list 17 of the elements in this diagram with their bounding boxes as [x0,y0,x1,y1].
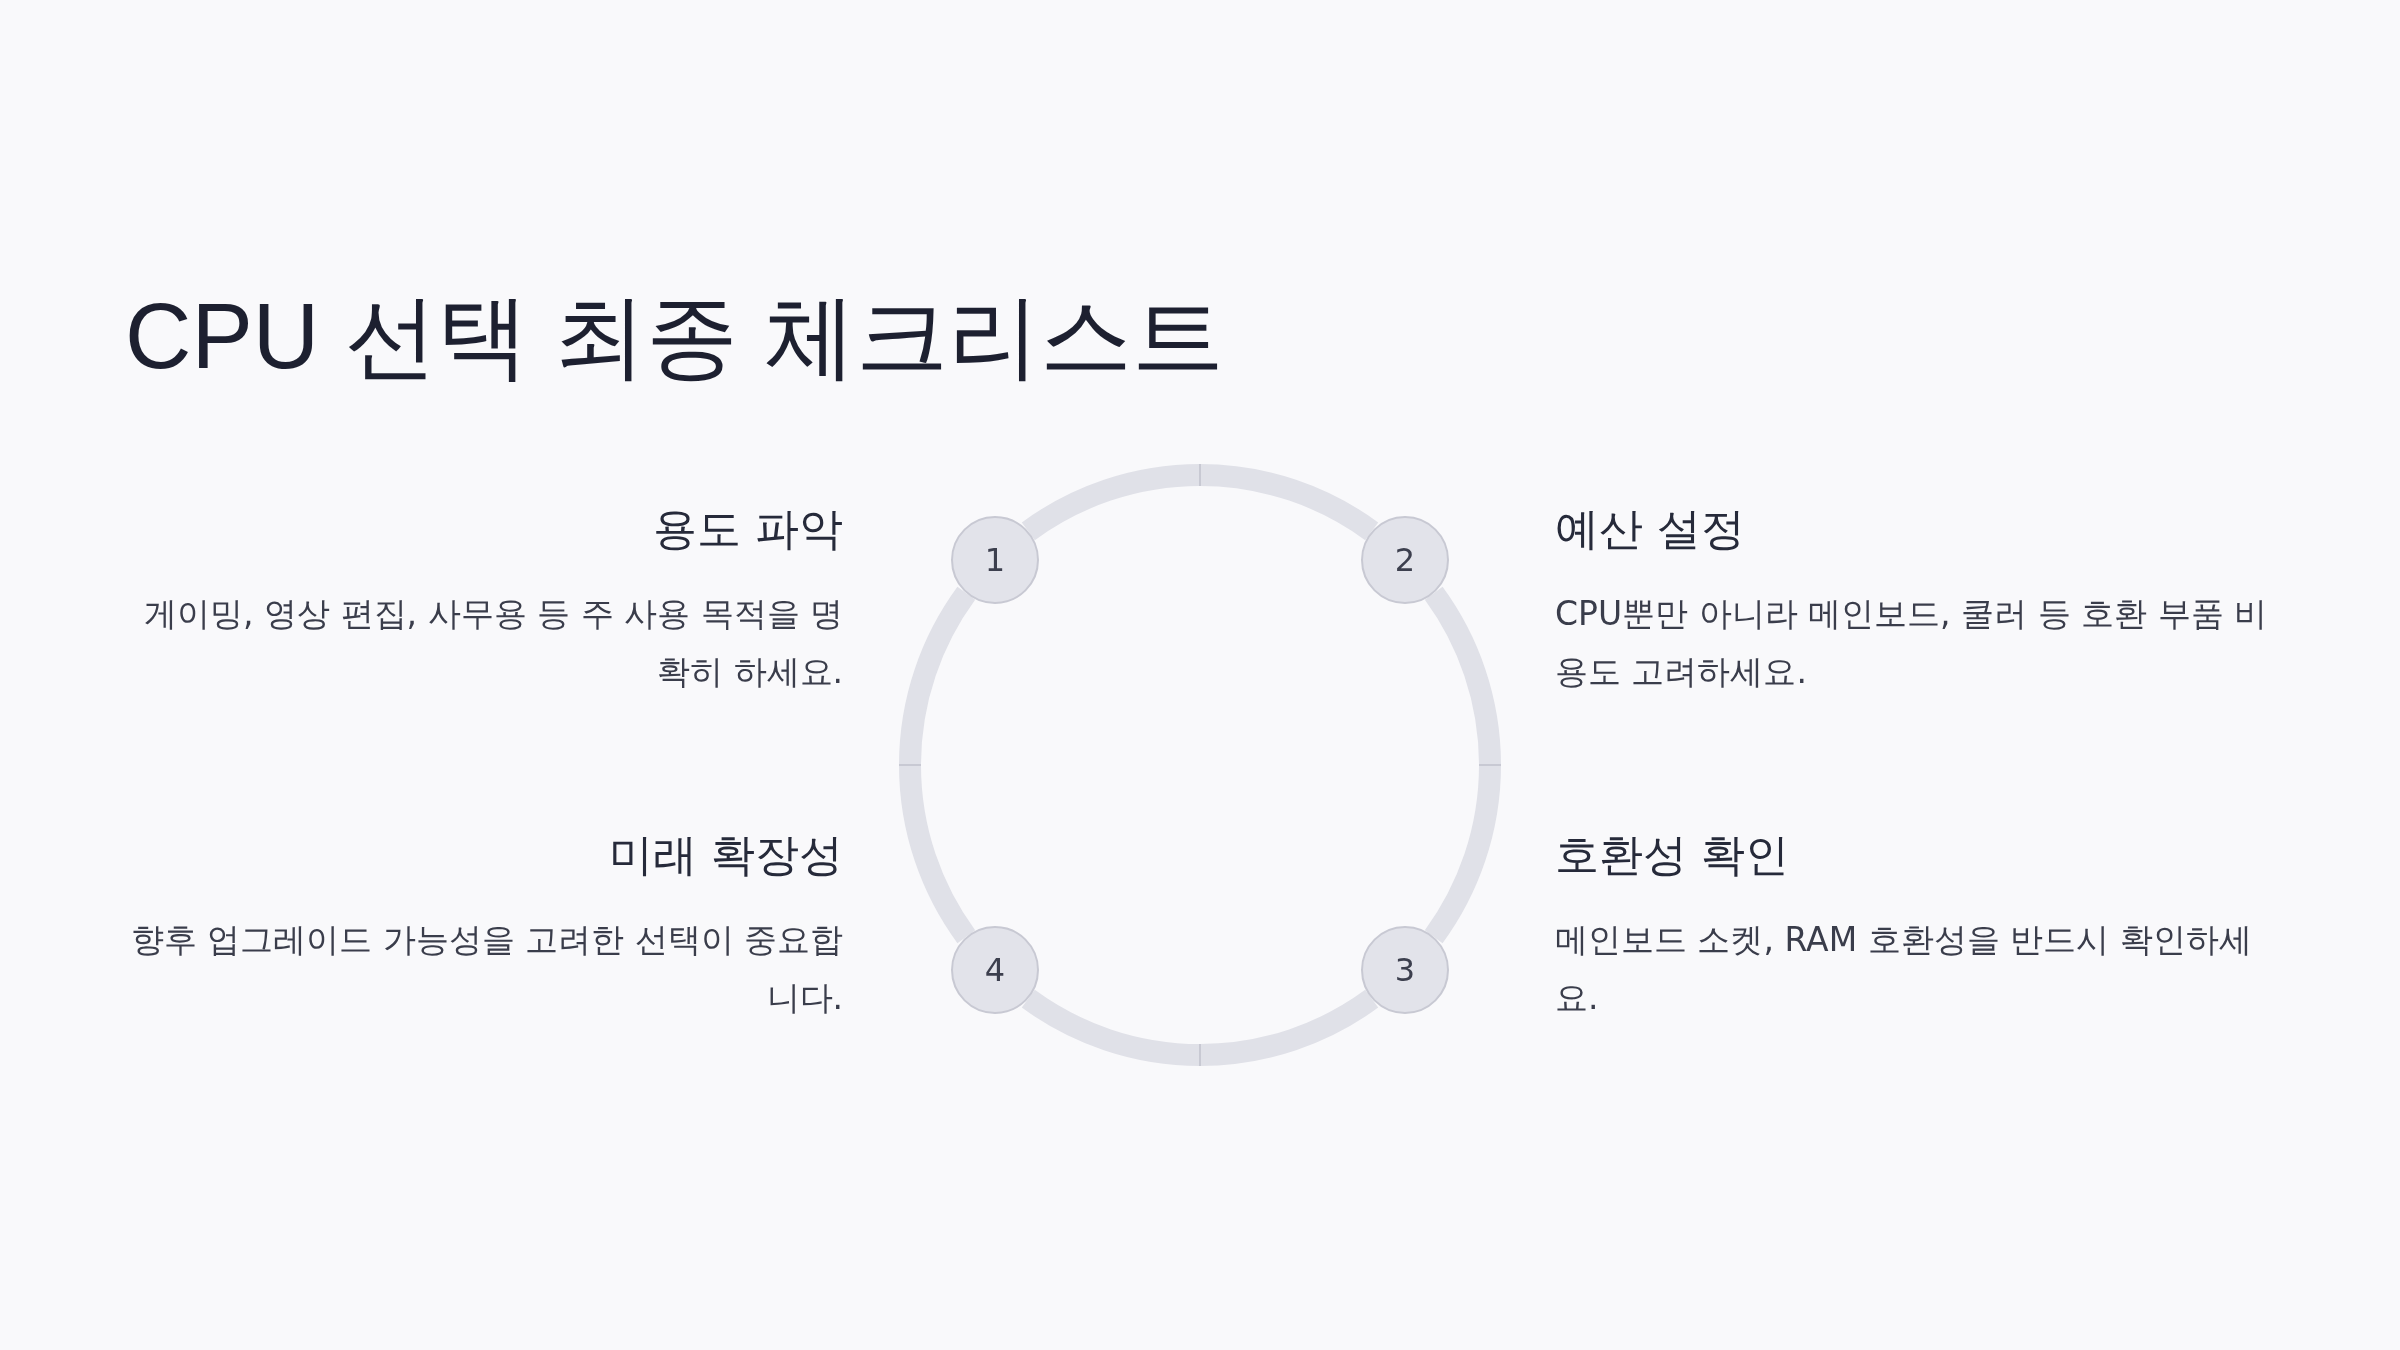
slide-title: CPU 선택 최종 체크리스트 [125,284,1224,389]
step-description: 게이밍, 영상 편집, 사무용 등 주 사용 목적을 명확히 하세요. [143,593,843,693]
step-heading: 예산 설정 [1555,502,1746,556]
ring-arc-connector [1022,989,1378,1066]
step-number-circle: 4 [950,926,1039,1015]
step-heading: 호환성 확인 [1555,828,1790,882]
step-heading: 용도 파악 [652,502,843,556]
ring-arc-connector [1022,464,1378,541]
step-number-circle: 1 [950,515,1039,604]
step-description: CPU뿐만 아니라 메인보드, 쿨러 등 호환 부품 비용도 고려하세요. [1555,593,2268,693]
step-number-circle: 2 [1361,515,1450,604]
ring-arc-connector [1424,587,1501,943]
step-heading: 미래 확장성 [608,828,843,882]
step-description: 향후 업그레이드 가능성을 고려한 선택이 중요합니다. [129,919,843,1019]
step-number-circle: 3 [1361,926,1450,1015]
step-description: 메인보드 소켓, RAM 호환성을 반드시 확인하세요. [1555,919,2253,1019]
ring-arc-connector [899,587,976,943]
